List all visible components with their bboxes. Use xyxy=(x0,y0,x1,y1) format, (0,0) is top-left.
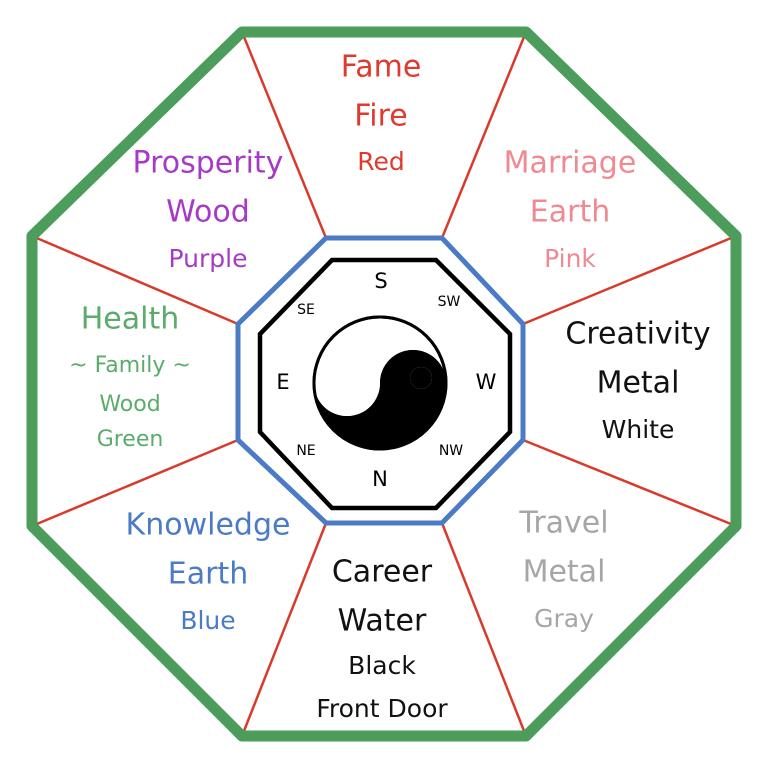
direction-w: W xyxy=(476,370,497,394)
spoke-line xyxy=(240,522,328,737)
area-element: Earth xyxy=(530,195,610,230)
direction-sw: SW xyxy=(438,294,461,310)
area-element: Wood xyxy=(99,392,160,417)
area-color: Red xyxy=(357,147,405,176)
area-color: Green xyxy=(97,427,164,452)
area-title: Prosperity xyxy=(133,146,284,181)
direction-nw: NW xyxy=(439,443,463,459)
area-note: Front Door xyxy=(316,694,448,723)
area-title: Fame xyxy=(341,50,422,85)
spoke-line xyxy=(31,234,239,326)
area-marriage: Marriage Earth Pink xyxy=(504,146,637,274)
direction-e: E xyxy=(276,370,289,394)
area-element: Earth xyxy=(168,557,248,592)
area-element: Metal xyxy=(523,555,606,590)
direction-n: N xyxy=(372,467,388,491)
area-element: Wood xyxy=(166,195,250,230)
spoke-line xyxy=(522,234,737,326)
spoke-line xyxy=(240,31,328,239)
area-title: Creativity xyxy=(565,317,710,352)
spoke-line xyxy=(440,31,528,239)
spoke-line xyxy=(522,438,737,528)
area-element: Metal xyxy=(597,366,680,401)
area-title: Health xyxy=(81,302,180,337)
area-color: Purple xyxy=(169,244,248,273)
area-title: Marriage xyxy=(504,146,637,181)
area-color: Black xyxy=(348,651,416,680)
spoke-line xyxy=(440,522,528,737)
area-color: Blue xyxy=(180,606,235,635)
area-element: Fire xyxy=(354,99,408,134)
compass-directions: S SW W NW N NE E SE xyxy=(276,269,496,491)
area-color: Gray xyxy=(534,604,594,633)
area-creativity: Creativity Metal White xyxy=(565,317,710,445)
yin-yang-icon xyxy=(312,315,448,451)
area-title: Travel xyxy=(518,506,608,541)
spoke-line xyxy=(31,438,239,528)
outer-octagon xyxy=(26,26,742,742)
area-color: Pink xyxy=(544,244,596,273)
direction-s: S xyxy=(374,269,387,293)
direction-se: SE xyxy=(297,302,315,318)
area-fame: Fame Fire Red xyxy=(341,50,422,177)
area-color: White xyxy=(602,415,675,444)
area-career: Career Water Black Front Door xyxy=(316,555,448,724)
area-prosperity: Prosperity Wood Purple xyxy=(133,146,284,274)
area-title: Knowledge xyxy=(126,508,291,543)
area-title: Career xyxy=(332,555,433,590)
direction-ne: NE xyxy=(296,443,315,459)
bagua-spokes xyxy=(31,31,737,737)
area-knowledge: Knowledge Earth Blue xyxy=(126,508,291,636)
yin-dot xyxy=(336,388,356,408)
area-health: Health ~ Family ~ Wood Green xyxy=(69,302,191,453)
area-element: Water xyxy=(338,604,427,639)
area-subtitle: ~ Family ~ xyxy=(69,353,191,378)
area-travel: Travel Metal Gray xyxy=(518,506,608,634)
